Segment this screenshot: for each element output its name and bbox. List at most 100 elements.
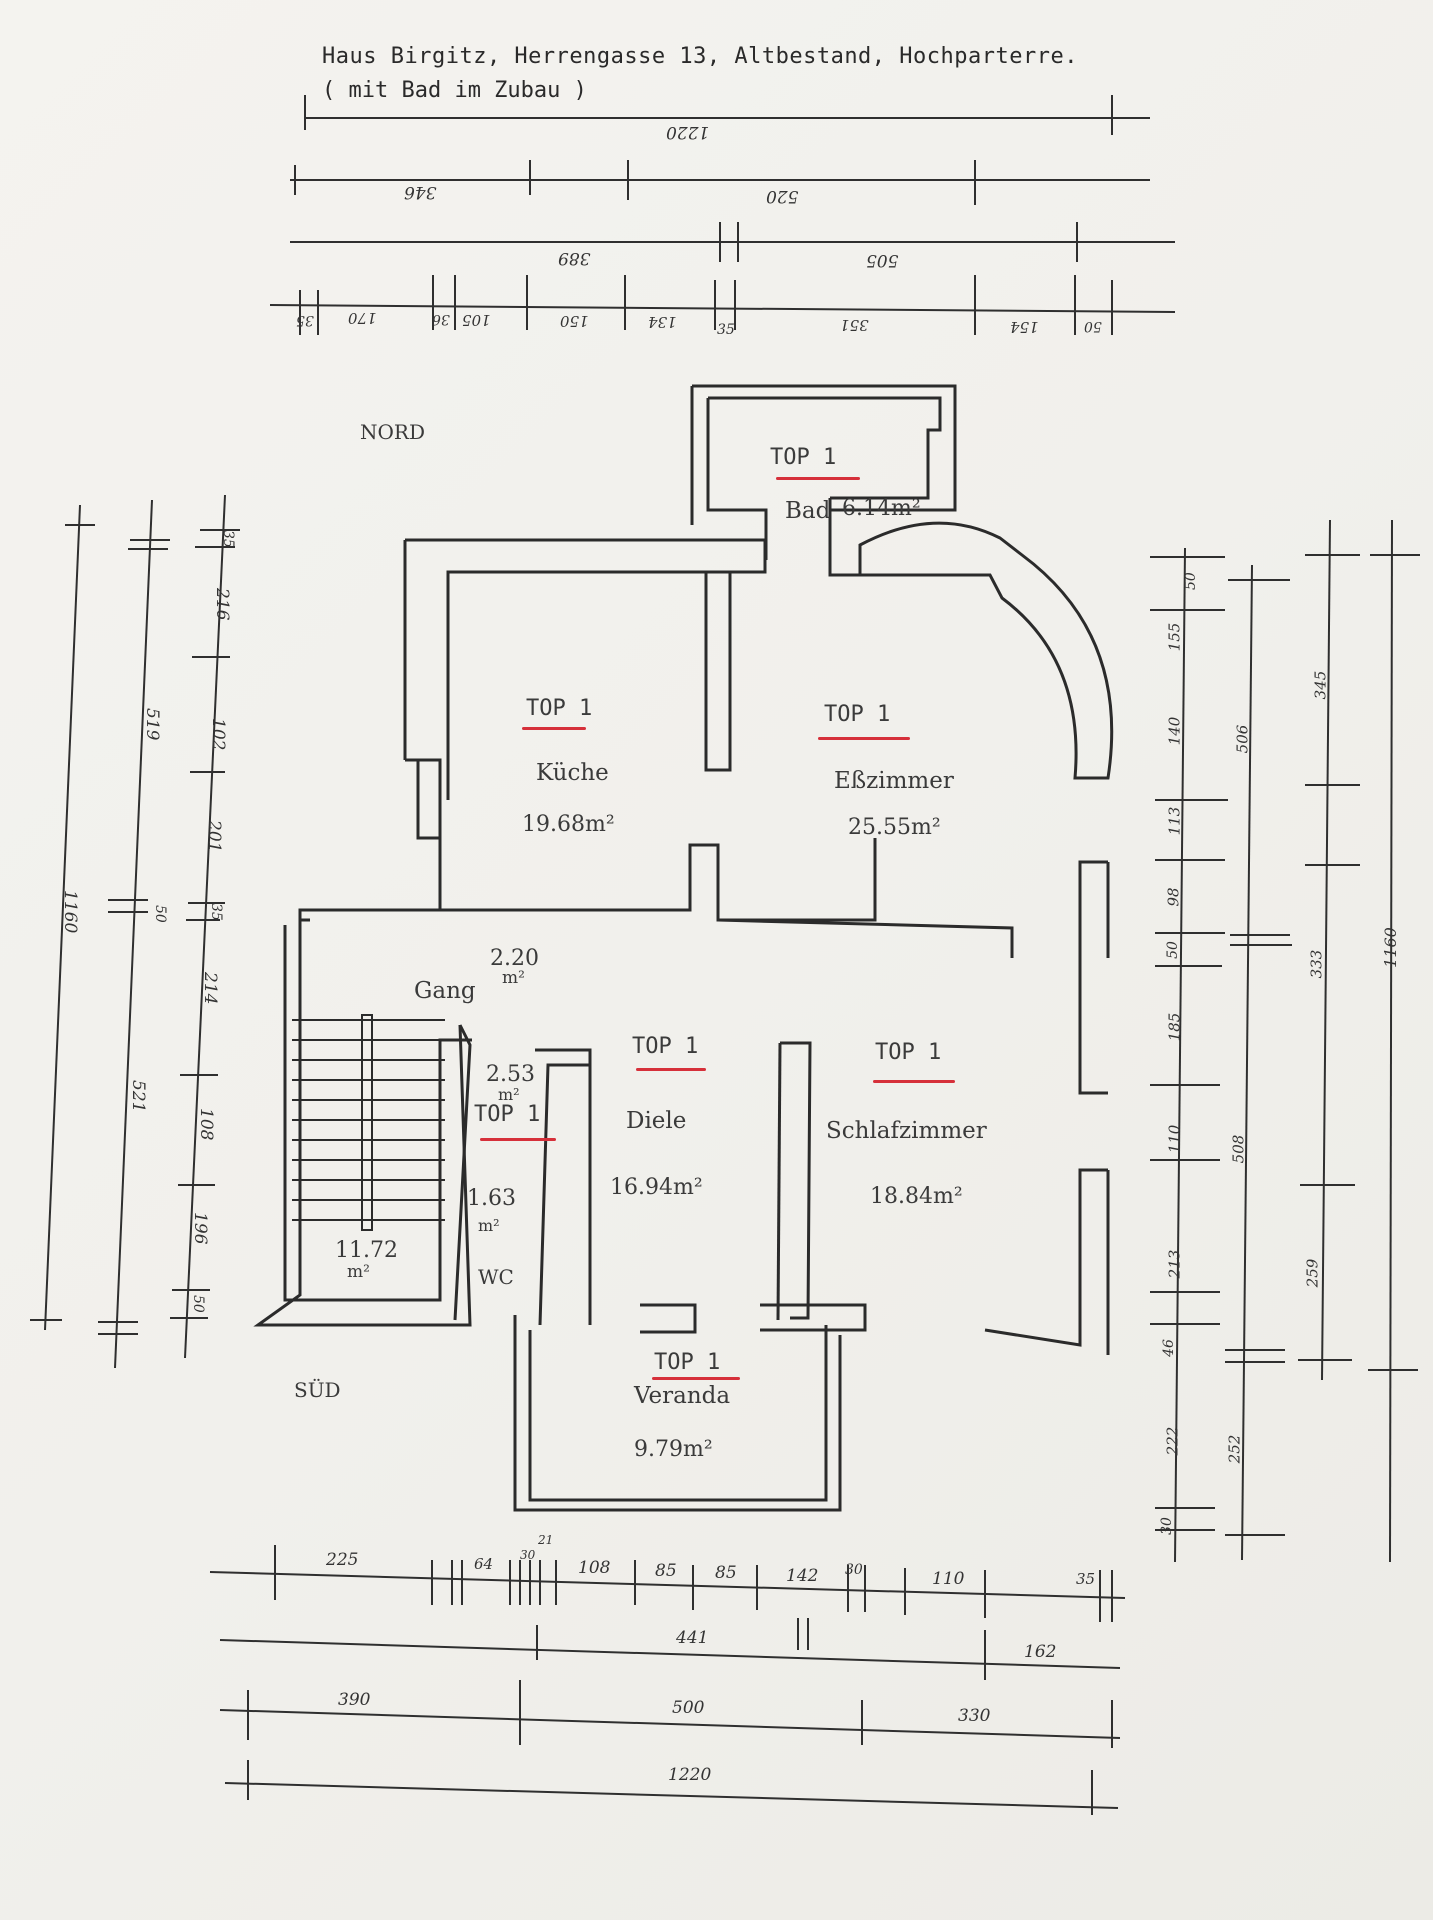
plan-subtitle: ( mit Bad im Zubau ) [322, 78, 587, 103]
dim-line-left-3 [184, 494, 226, 1359]
diele-area: 16.94m² [610, 1175, 703, 1200]
diele-tag-underline [636, 1068, 706, 1071]
veranda-name: Veranda [634, 1383, 731, 1409]
dim-right-1160: 1160 [1380, 927, 1400, 968]
dim-top-50: 50 [1084, 318, 1102, 334]
dim-bottom-225: 225 [326, 1550, 359, 1570]
dim-bottom-441: 441 [676, 1628, 709, 1648]
abstell-area-value: 2.53 [486, 1062, 535, 1087]
bad-tag: TOP 1 [770, 445, 837, 470]
stiege-area-value: 11.72 [335, 1238, 398, 1263]
schlafzimmer-tag-underline [873, 1080, 955, 1083]
bad-tag-underline [776, 477, 860, 480]
dim-left-50b: 50 [190, 1295, 206, 1313]
dim-top-150: 150 [560, 312, 589, 330]
dim-right-155: 155 [1165, 622, 1184, 652]
dim-left-201: 201 [204, 820, 224, 853]
wc-name: WC [478, 1265, 514, 1289]
dim-right-506: 506 [1233, 724, 1252, 754]
dim-bottom-30a: 30 [520, 1548, 536, 1562]
dim-right-213: 213 [1165, 1249, 1184, 1279]
dim-right-30: 30 [1158, 1517, 1175, 1535]
veranda-area: 9.79m² [634, 1437, 713, 1462]
dim-top-351: 351 [840, 316, 869, 334]
dim-left-50a: 50 [152, 905, 168, 923]
dim-bottom-108: 108 [578, 1558, 611, 1578]
dim-top-154: 154 [1010, 318, 1039, 336]
dim-right-508: 508 [1229, 1134, 1248, 1164]
kueche-tag-underline [522, 727, 586, 730]
abstell-tag: TOP 1 [474, 1102, 541, 1127]
kueche-tag: TOP 1 [526, 696, 593, 721]
dim-top-346: 346 [404, 182, 437, 202]
dim-left-35b: 35 [208, 903, 224, 921]
wc-area-value: 1.63 [467, 1186, 516, 1211]
dim-left-196: 196 [190, 1212, 210, 1245]
dim-right-50b: 50 [1164, 941, 1181, 959]
esszimmer-tag: TOP 1 [824, 702, 891, 727]
dim-bottom-500: 500 [672, 1698, 705, 1718]
dim-line-top-4 [269, 304, 1176, 313]
dim-right-333: 333 [1307, 949, 1326, 979]
dim-right-185: 185 [1165, 1012, 1184, 1042]
dim-top-36: 36 [432, 311, 450, 327]
dim-left-216: 216 [212, 588, 232, 621]
dim-right-110: 110 [1165, 1124, 1184, 1154]
dim-bottom-30b: 30 [845, 1562, 863, 1578]
schlafzimmer-tag: TOP 1 [875, 1040, 942, 1065]
dim-left-108: 108 [196, 1108, 216, 1141]
dim-left-521: 521 [128, 1080, 148, 1113]
stiege-area-unit: m² [347, 1262, 370, 1282]
veranda-tag: TOP 1 [654, 1350, 721, 1375]
dim-top-105: 105 [462, 311, 491, 329]
veranda-tag-underline [652, 1377, 740, 1380]
dim-left-35a: 35 [220, 530, 236, 548]
dim-bottom-85b: 85 [715, 1563, 737, 1583]
dim-bottom-35: 35 [1076, 1570, 1096, 1588]
walls [253, 384, 1114, 1512]
dim-bottom-110: 110 [932, 1569, 965, 1589]
dim-right-252: 252 [1225, 1434, 1244, 1464]
plan-title: Haus Birgitz, Herrengasse 13, Altbestand… [322, 44, 1078, 69]
dim-top-35a: 35 [296, 312, 314, 328]
gang-area-unit: m² [502, 968, 525, 988]
kueche-name: Küche [536, 760, 609, 786]
dim-top-1220: 1220 [666, 122, 710, 142]
bad-area: 6.14m² [842, 496, 921, 521]
dim-bottom-21: 21 [538, 1533, 554, 1547]
dim-top-520: 520 [766, 186, 799, 206]
gang-name: Gang [414, 978, 476, 1004]
dim-line-left-1 [44, 504, 81, 1331]
dim-left-214: 214 [200, 972, 220, 1005]
dim-top-170: 170 [348, 309, 377, 327]
dim-line-bottom-4 [224, 1782, 1119, 1809]
dim-line-bottom-1 [209, 1571, 1126, 1599]
dim-right-98: 98 [1164, 887, 1183, 907]
diele-name: Diele [626, 1108, 687, 1134]
north-label: NORD [360, 420, 425, 444]
schlafzimmer-name: Schlafzimmer [826, 1118, 987, 1144]
dim-right-113: 113 [1165, 806, 1184, 836]
schlafzimmer-area: 18.84m² [870, 1184, 963, 1209]
dim-bottom-162: 162 [1024, 1642, 1057, 1662]
dim-right-222: 222 [1163, 1426, 1182, 1456]
dim-right-345: 345 [1311, 670, 1330, 700]
dim-bottom-142: 142 [786, 1566, 819, 1586]
dim-top-389: 389 [558, 248, 591, 268]
dim-bottom-1220: 1220 [668, 1765, 712, 1785]
dim-top-505: 505 [866, 250, 899, 270]
dim-bottom-390: 390 [338, 1690, 371, 1710]
esszimmer-tag-underline [818, 737, 910, 740]
abstell-area-unit: m² [498, 1085, 520, 1104]
abstell-tag-underline [480, 1138, 556, 1141]
dim-line-right-1 [1174, 547, 1186, 1563]
south-label: SÜD [294, 1378, 341, 1402]
dim-bottom-85a: 85 [655, 1561, 677, 1581]
dim-line-bottom-3 [219, 1709, 1121, 1739]
dim-right-140: 140 [1165, 716, 1184, 746]
wc-area-unit: m² [478, 1216, 500, 1235]
dim-line-bottom-2 [219, 1639, 1121, 1669]
kueche-area: 19.68m² [522, 812, 615, 837]
esszimmer-name: Eßzimmer [834, 768, 954, 794]
